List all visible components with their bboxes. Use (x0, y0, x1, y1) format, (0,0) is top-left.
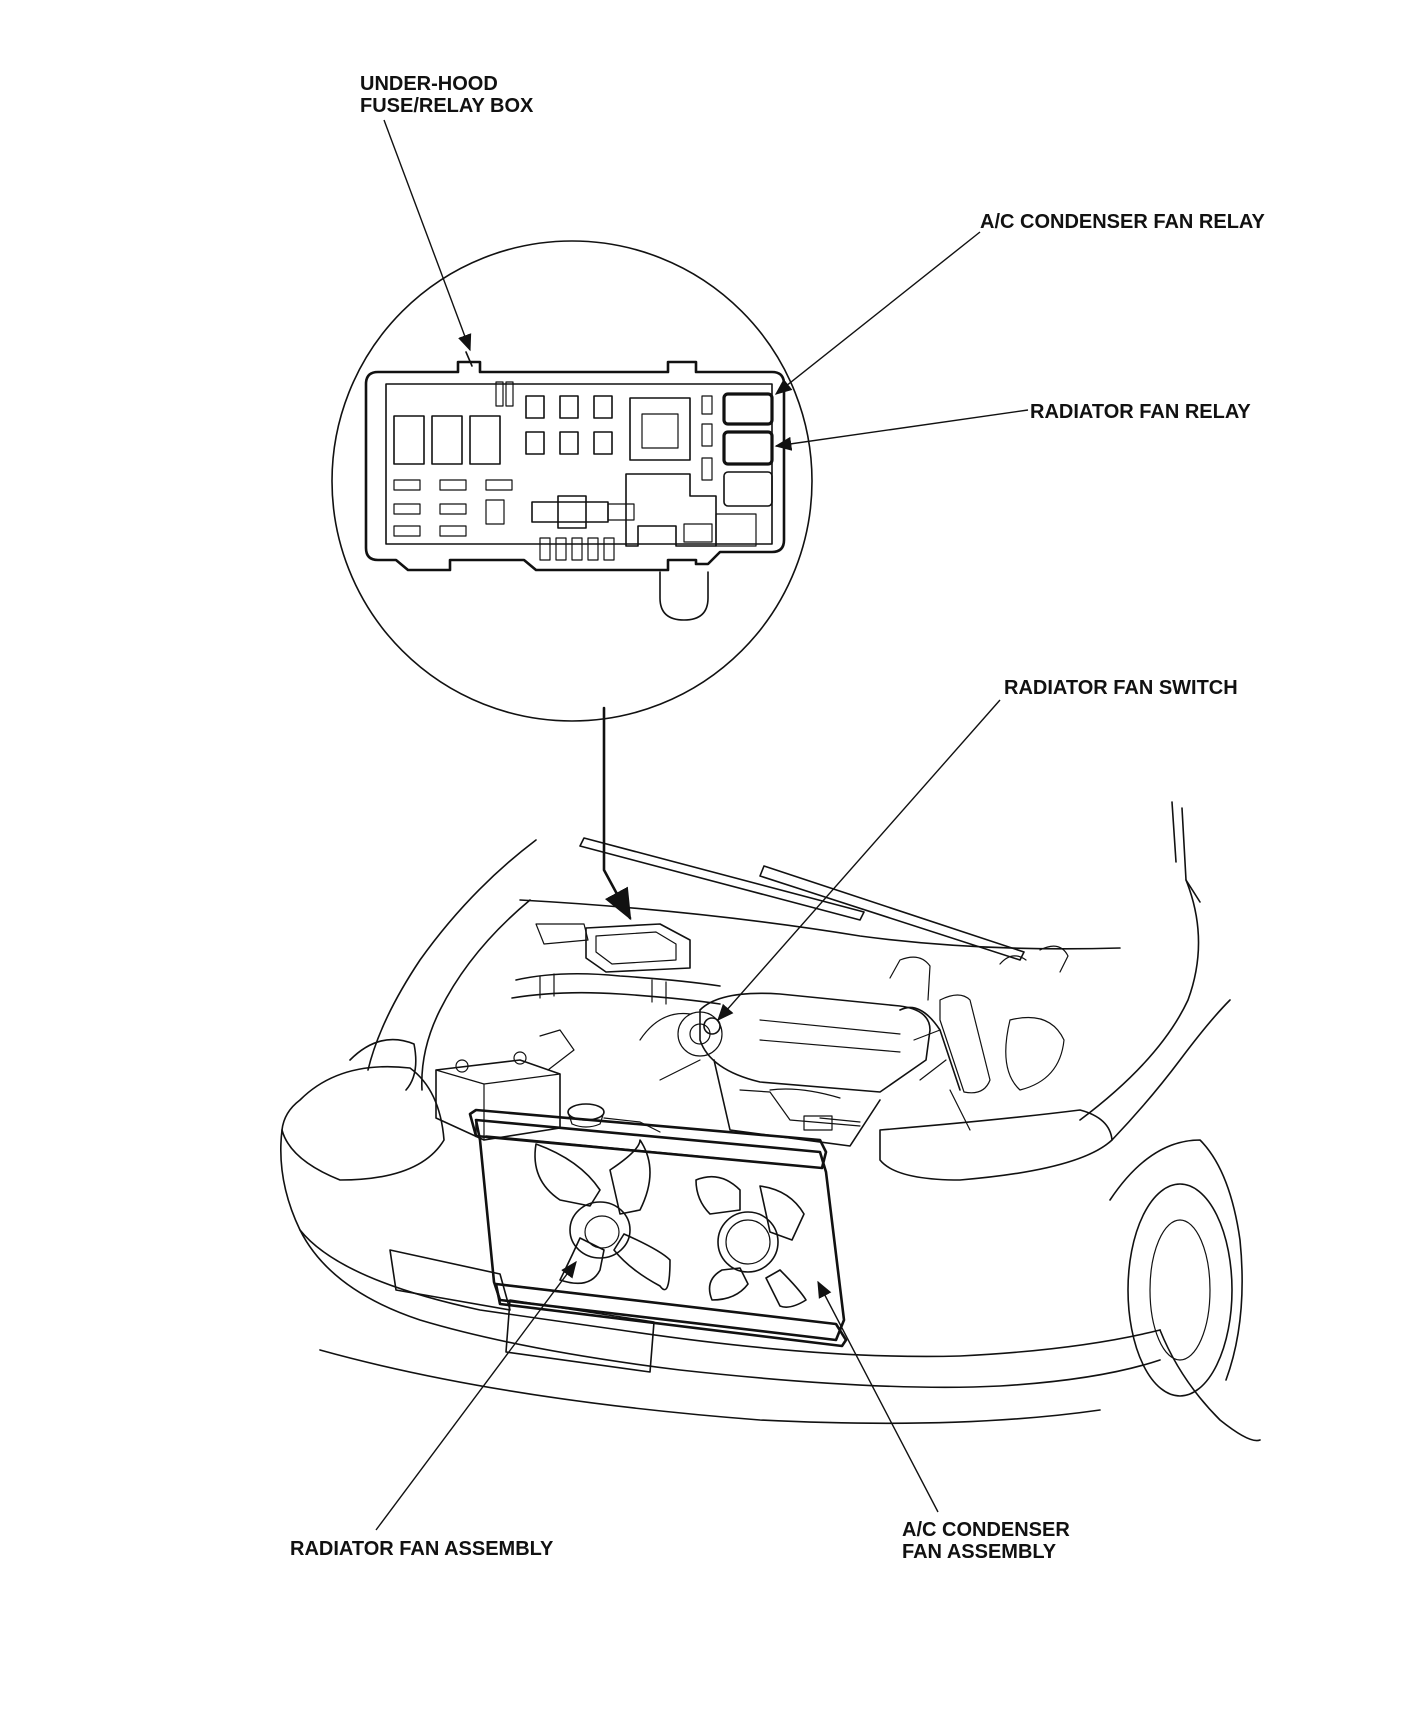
fuse-strip-end (607, 503, 635, 521)
ac-condenser-fan-part (695, 1175, 807, 1308)
engine-block (639, 945, 1069, 1147)
slim-fuse-1 (495, 381, 504, 407)
radiator-fan-switch-part (703, 1017, 721, 1035)
fuse-row-1a (393, 479, 421, 491)
label-fuse-box-line2: FUSE/RELAY BOX (360, 95, 534, 117)
callout-labels: UNDER-HOOD FUSE/RELAY BOX A/C CONDENSER … (290, 73, 1266, 1563)
connector-sub-2 (715, 513, 757, 547)
label-fuse-box-line1: UNDER-HOOD (360, 73, 498, 95)
fuse-box-notch (465, 351, 473, 367)
wiper-left (579, 837, 865, 921)
leader-ac-condenser-fan-relay (774, 231, 981, 395)
bottom-slot-5 (603, 537, 615, 561)
intake-duct (899, 1006, 961, 1091)
connector-block (625, 473, 717, 547)
upper-hose (511, 972, 721, 1005)
bumper-lower (299, 1229, 1161, 1389)
right-rim (1149, 1219, 1211, 1361)
main-relay-outer (629, 397, 691, 461)
cowl-line (519, 899, 1121, 950)
hood-panel (1171, 801, 1201, 903)
left-headlight (281, 1065, 445, 1181)
fuse-box-housing (364, 360, 786, 572)
detail-circle (331, 240, 813, 722)
leader-radiator-fan-relay (774, 409, 1029, 451)
fuse-strip-block (557, 495, 587, 529)
fuse-box-detail-view (331, 240, 813, 722)
slim-fuse-3 (701, 395, 713, 415)
mini-relay-1 (525, 395, 545, 419)
right-tire (1127, 1183, 1233, 1397)
label-radiator-fan-assembly: RADIATOR FAN ASSEMBLY (290, 1538, 554, 1560)
hood-edge-right (1079, 879, 1200, 1121)
bottom-slot-4 (587, 537, 599, 561)
left-fender-top (367, 839, 537, 1071)
leader-ac-condenser-fan-assembly (817, 1280, 939, 1513)
bottom-slot-2 (555, 537, 567, 561)
slim-fuse-4 (701, 423, 713, 447)
fuse-row-1c (485, 479, 513, 491)
left-wheelwell (349, 1038, 417, 1091)
license-plate-area (505, 1299, 655, 1373)
right-headlight (879, 1109, 1113, 1181)
leader-fuse-box (383, 119, 472, 352)
car-front-illustration (280, 801, 1261, 1442)
radiator-fan-relay-part (722, 430, 774, 466)
mini-relay-3 (593, 395, 613, 419)
relay-block-3 (469, 415, 501, 465)
ac-condenser-fan-relay-part (722, 392, 774, 426)
label-radiator-fan-relay: RADIATOR FAN RELAY (1030, 401, 1251, 423)
fuse-box-inner-rim (385, 383, 773, 545)
relay-block-1 (393, 415, 425, 465)
mini-relay-4 (525, 431, 545, 455)
leader-detail-to-car (602, 706, 632, 921)
right-fender-lower (1159, 1329, 1261, 1442)
front-lip (319, 1349, 1101, 1425)
radiator-fan-part (534, 1139, 671, 1291)
fuse-row-2c (485, 499, 505, 525)
connector-sub (683, 523, 713, 543)
wiper-right (759, 865, 1025, 961)
radiator-assembly (468, 1103, 848, 1348)
right-fender (1111, 999, 1231, 1141)
slim-fuse-2 (505, 381, 514, 407)
label-ac-condenser-fan-assembly-line2: FAN ASSEMBLY (902, 1541, 1057, 1563)
fuse-row-3b (439, 525, 467, 537)
left-fender-inner (421, 899, 531, 1091)
front-bumper (280, 1129, 1161, 1358)
label-ac-condenser-fan-assembly-line1: A/C CONDENSER (902, 1519, 1070, 1541)
mini-relay-2 (559, 395, 579, 419)
mini-relay-5 (559, 431, 579, 455)
fuse-row-3a (393, 525, 421, 537)
bottom-slot-3 (571, 537, 583, 561)
fuse-box-tab (659, 571, 709, 621)
leader-radiator-fan-switch (717, 699, 1001, 1022)
slim-fuse-5 (701, 457, 713, 481)
fuse-strip (531, 501, 609, 523)
label-radiator-fan-switch: RADIATOR FAN SWITCH (1004, 677, 1238, 699)
right-wheel-arch (1109, 1139, 1243, 1381)
fuse-row-2b (439, 503, 467, 515)
bottom-slot-1 (539, 537, 551, 561)
fuse-box-on-car (535, 923, 691, 973)
main-relay-inner (641, 413, 679, 449)
label-ac-condenser-fan-relay: A/C CONDENSER FAN RELAY (980, 211, 1266, 233)
fuse-row-2a (393, 503, 421, 515)
spare-relay-part (723, 471, 773, 507)
mini-relay-6 (593, 431, 613, 455)
leader-radiator-fan-assembly (375, 1260, 577, 1531)
relay-block-2 (431, 415, 463, 465)
fuse-row-1b (439, 479, 467, 491)
leader-lines (375, 119, 1029, 1531)
hose-clamps (539, 973, 667, 1005)
